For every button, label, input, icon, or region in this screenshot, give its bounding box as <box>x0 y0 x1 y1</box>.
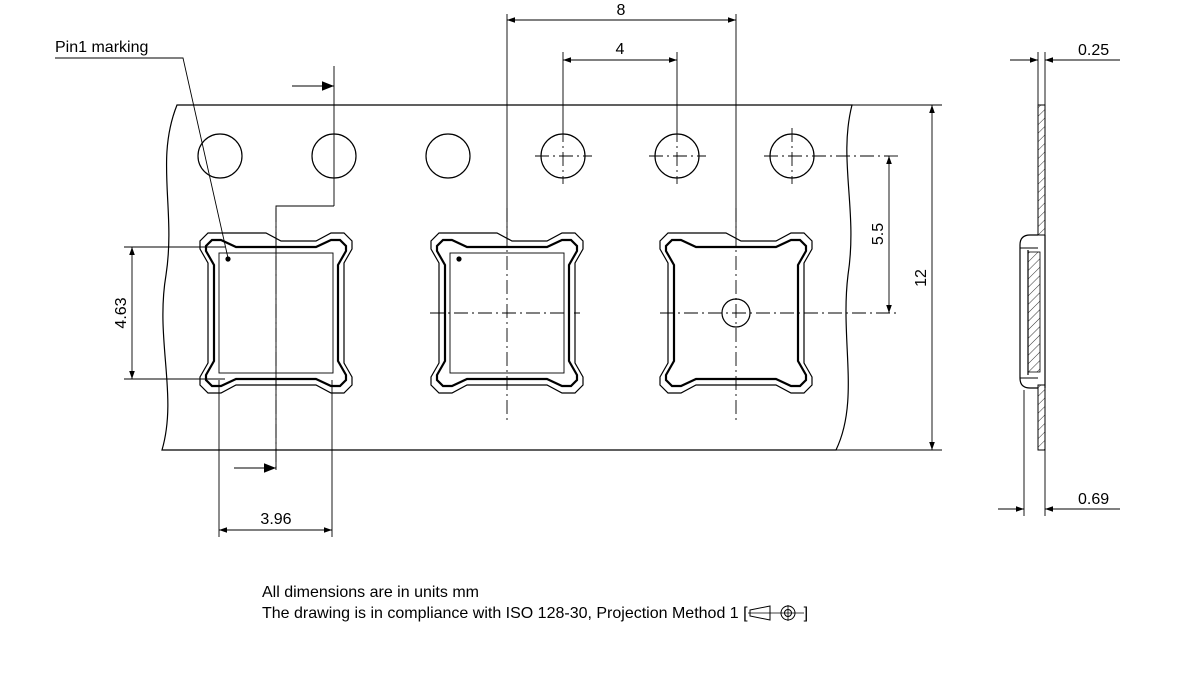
dim-thickness-value: 0.25 <box>1078 42 1109 59</box>
dim-cavity-width-value: 3.96 <box>260 511 291 528</box>
dim-cavity-height <box>124 246 225 380</box>
dim-tape-width <box>836 104 942 451</box>
dim-hole-to-cavity-value: 5.5 <box>870 223 887 245</box>
pin1-leader <box>55 57 229 259</box>
sprocket-holes <box>197 133 815 179</box>
dim-cavity-height-value: 4.63 <box>113 297 130 328</box>
side-view <box>1019 104 1046 451</box>
units-note: All dimensions are in units mm <box>262 584 479 601</box>
pocket-1 <box>198 231 354 395</box>
dim-tape-width-value: 12 <box>913 269 930 287</box>
compliance-note: The drawing is in compliance with ISO 12… <box>262 603 808 624</box>
projection-method-icon <box>747 605 804 621</box>
dim-hole-pitch <box>562 52 678 128</box>
dim-thickness <box>1010 52 1120 105</box>
dim-cavity-width <box>218 380 333 537</box>
compliance-note-end: ] <box>803 605 809 622</box>
dim-depth-value: 0.69 <box>1078 491 1109 508</box>
dim-hole-pitch-value: 4 <box>616 41 625 58</box>
pin1-dot <box>456 256 462 262</box>
dim-pitch-value: 8 <box>617 2 626 19</box>
feed-direction-marks <box>234 66 335 473</box>
pin1-marking-label: Pin1 marking <box>55 39 148 56</box>
pocket-2 <box>429 231 585 395</box>
drawing-notes: All dimensions are in units mm The drawi… <box>262 582 808 624</box>
pin1-dot <box>225 256 231 262</box>
dim-pitch <box>506 14 737 235</box>
sprocket-centerlines <box>535 128 900 184</box>
compliance-note-text: The drawing is in compliance with ISO 12… <box>262 605 748 622</box>
dim-depth <box>998 390 1120 516</box>
